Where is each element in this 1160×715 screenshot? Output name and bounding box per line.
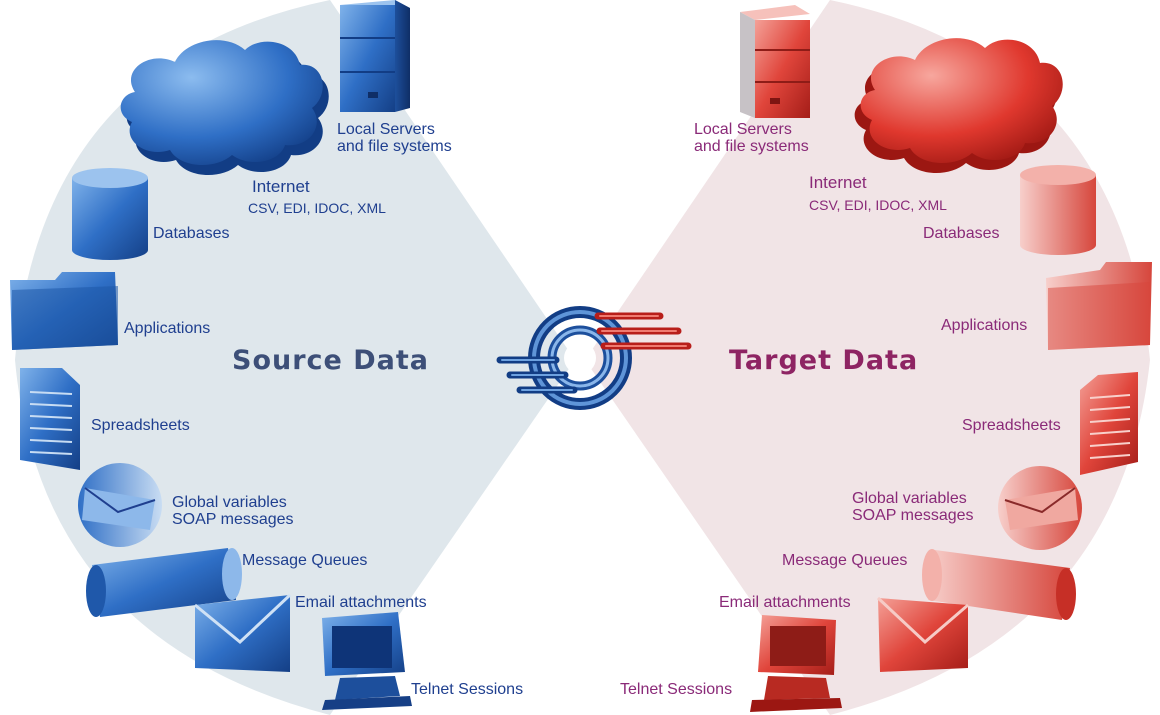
source-internet-formats-label: CSV, EDI, IDOC, XML (248, 200, 386, 216)
envelope-icon (194, 593, 292, 672)
source-email-attachments-label: Email attachments (295, 594, 427, 611)
cloud-icon (854, 38, 1063, 174)
target-email-attachments-label: Email attachments (719, 594, 851, 611)
queue-icon (86, 548, 242, 617)
target-internet-formats-label: CSV, EDI, IDOC, XML (809, 197, 947, 213)
cloud-icon (120, 40, 329, 176)
queue-icon (922, 549, 1076, 620)
source-global-variables-line1: Global variables (172, 494, 287, 511)
target-spreadsheets-label: Spreadsheets (962, 417, 1061, 434)
data-flow-logo-icon (496, 306, 692, 410)
target-message-queues-label: Message Queues (782, 552, 908, 569)
target-internet-label: Internet (809, 173, 867, 192)
envelope-icon (876, 596, 969, 672)
source-telnet-sessions-label: Telnet Sessions (411, 681, 524, 698)
target-telnet-sessions-label: Telnet Sessions (620, 681, 733, 698)
target-global-variables-label: Global variables SOAP messages (852, 490, 974, 524)
source-global-variables-label: Global variables SOAP messages (172, 494, 294, 528)
source-local-servers-label: Local Servers and file systems (337, 121, 452, 155)
source-background-lobe (15, 0, 575, 715)
monitor-icon (322, 612, 412, 710)
envelope-icon (998, 466, 1082, 550)
monitor-icon (750, 615, 842, 712)
target-applications-label: Applications (941, 317, 1028, 334)
target-global-variables-line2: SOAP messages (852, 507, 974, 524)
target-global-variables-line1: Global variables (852, 490, 967, 507)
server-icon (740, 5, 810, 118)
database-icon (1020, 165, 1096, 255)
source-applications-label: Applications (124, 320, 211, 337)
source-global-variables-line2: SOAP messages (172, 511, 294, 528)
target-background-lobe (585, 0, 1150, 715)
envelope-icon (78, 463, 162, 547)
source-databases-label: Databases (153, 225, 230, 242)
folder-icon (1046, 262, 1152, 350)
source-internet-label: Internet (252, 177, 310, 196)
source-local-servers-line1: Local Servers (337, 121, 435, 138)
target-local-servers-line2: and file systems (694, 138, 809, 155)
source-message-queues-label: Message Queues (242, 552, 368, 569)
server-icon (340, 0, 410, 112)
target-local-servers-line1: Local Servers (694, 121, 792, 138)
database-icon (72, 168, 148, 260)
folder-icon (10, 272, 118, 350)
target-local-servers-label: Local Servers and file systems (694, 121, 809, 155)
target-data-title: Target Data (729, 345, 919, 376)
target-databases-label: Databases (923, 225, 1000, 242)
source-local-servers-line2: and file systems (337, 138, 452, 155)
spreadsheet-icon (20, 368, 80, 470)
spreadsheet-icon (1080, 372, 1138, 475)
source-data-title: Source Data (232, 345, 430, 376)
source-spreadsheets-label: Spreadsheets (91, 417, 190, 434)
